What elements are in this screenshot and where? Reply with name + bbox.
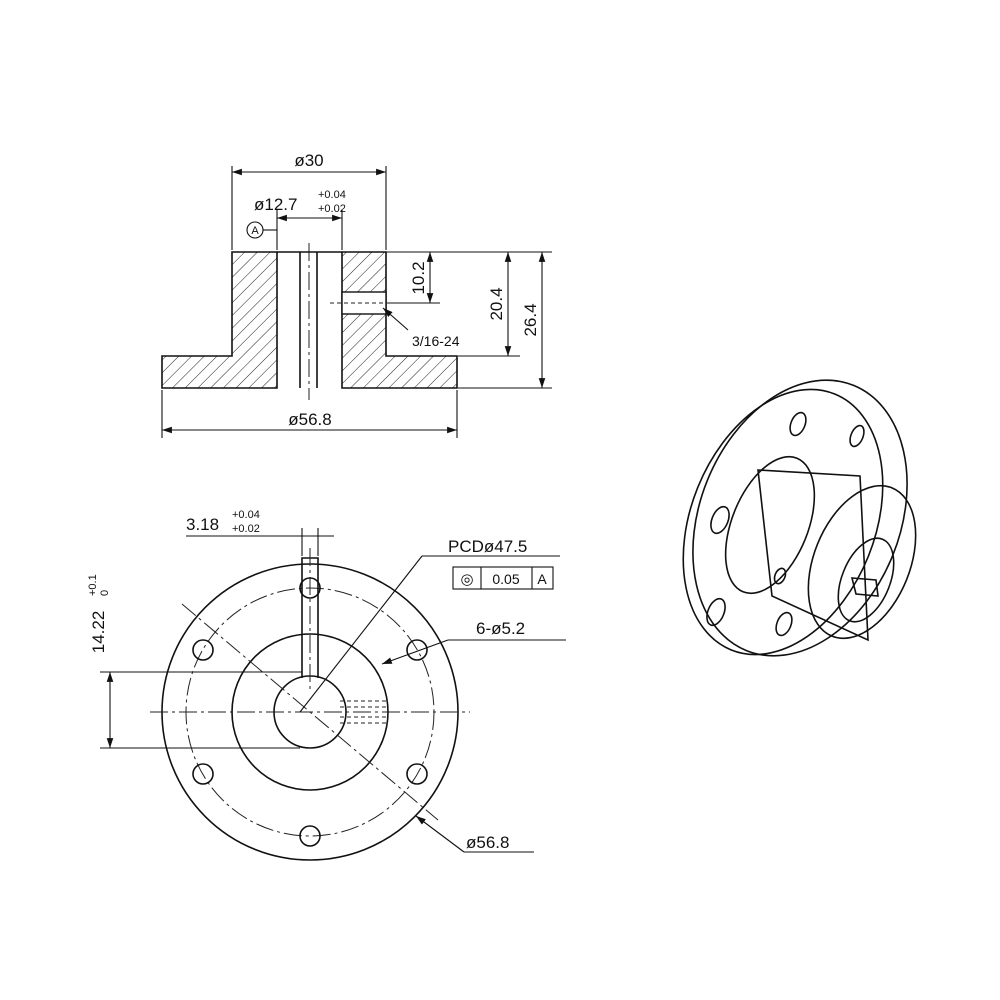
flange-front-face (682, 388, 884, 656)
front-view: 3.18 +0.04 +0.02 14.22 +0.1 0 PCDø47.5 ◎… (87, 509, 566, 861)
dim-hub-height: 20.4 (487, 287, 506, 320)
bolt-hole (406, 639, 428, 661)
iso-bolt-hole (789, 411, 807, 437)
section-left-body (161, 251, 278, 389)
dim-flange-diameter-section: ø56.8 (288, 410, 331, 429)
key-tol-upper: +0.04 (232, 509, 260, 521)
bolt-hole (299, 825, 321, 847)
hub-front-face (807, 484, 917, 640)
pcd-label: PCDø47.5 (448, 537, 527, 556)
flange-rear-rim (692, 379, 908, 657)
bore-tol-upper: +0.04 (318, 189, 346, 201)
bore-tol-lower: +0.02 (318, 203, 346, 215)
datum-label: A (251, 225, 259, 237)
gdt-datum: A (537, 571, 547, 587)
bolt-hole (299, 577, 321, 599)
isometric-view (682, 379, 917, 657)
section-right-body (341, 251, 458, 389)
depth-tol-upper: +0.1 (87, 574, 99, 596)
dim-bore-diameter: ø12.7 (254, 195, 297, 214)
diagonal-centerline (181, 603, 439, 821)
bolt-hole (192, 763, 214, 785)
holes-leader (381, 639, 449, 665)
dim-flange-diameter-front: ø56.8 (466, 833, 509, 852)
section-view: ø30 ø12.7 +0.04 +0.02 A 10.2 20.4 26.4 3… (161, 151, 552, 438)
key-tol-lower: +0.02 (232, 523, 260, 535)
dim-key-depth: 14.22 (89, 611, 108, 654)
dim-set-screw-depth: 10.2 (409, 261, 428, 294)
hub-keyway (850, 577, 879, 597)
hub-rear (724, 455, 816, 595)
gdt-frame (452, 566, 554, 590)
iso-bolt-hole (775, 611, 793, 637)
pcd-leader (299, 555, 423, 713)
gdt-tolerance: 0.05 (492, 571, 519, 587)
hub-bore (837, 537, 895, 623)
dim-key-width: 3.18 (186, 515, 219, 534)
bolt-hole (406, 763, 428, 785)
iso-bolt-hole (706, 597, 726, 627)
depth-tol-lower: 0 (99, 590, 111, 596)
dim-hub-diameter: ø30 (294, 151, 323, 170)
flange-leader (415, 815, 465, 853)
holes-label: 6-ø5.2 (476, 619, 525, 638)
iso-bolt-hole (849, 424, 865, 448)
bolt-hole (192, 639, 214, 661)
thread-callout: 3/16-24 (412, 333, 460, 349)
iso-bolt-hole (710, 505, 730, 535)
gdt-concentricity-icon: ◎ (460, 571, 473, 588)
dim-total-height: 26.4 (521, 303, 540, 336)
thread-leader (382, 307, 409, 331)
hub-body (757, 469, 869, 642)
iso-set-screw-hole (773, 567, 787, 585)
